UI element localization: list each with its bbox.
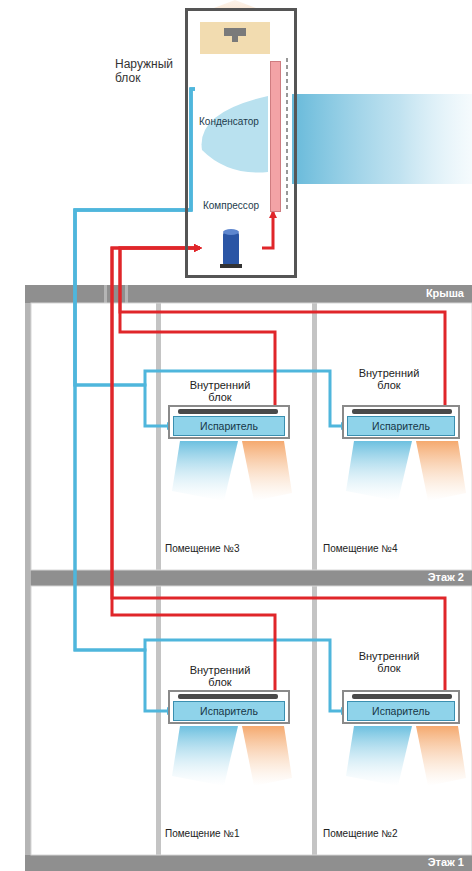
part-label: Конденсатор (199, 116, 259, 128)
floor-label: Этаж 1 (428, 856, 464, 868)
cooling-coil (178, 409, 278, 414)
part-label: Испаритель (200, 420, 258, 432)
part-label: Испаритель (372, 420, 430, 432)
condenser-coil (270, 61, 281, 212)
evaporator: Испаритель (173, 701, 285, 721)
compressor-symbol (200, 220, 262, 270)
floor-label: Крыша (426, 287, 464, 299)
evaporator: Испаритель (347, 416, 455, 436)
refrigerant-pipe (75, 89, 195, 711)
evaporator: Испаритель (173, 416, 285, 436)
refrigerant-pipe (75, 89, 195, 426)
room-label: Помещение №1 (165, 828, 240, 840)
part-label: Испаритель (200, 705, 258, 717)
outdoor-unit: Наружный блокКонденсаторКомпрессор (185, 8, 297, 278)
unit-heading: Внутренний блок (186, 664, 254, 688)
cooling-coil (352, 409, 452, 414)
refrigerant-pipe (120, 248, 445, 416)
unit-heading: Внутренний блок (186, 379, 254, 403)
room-label: Помещение №3 (165, 543, 240, 555)
refrigerant-pipe (112, 248, 275, 701)
part-label: Компрессор (200, 200, 262, 212)
refrigerant-pipe (75, 89, 347, 426)
floor-label: Этаж 2 (428, 571, 464, 583)
refrigerant-pipe (120, 248, 275, 416)
unit-heading: Внутренний блок (355, 367, 423, 391)
room-label: Помещение №2 (323, 828, 398, 840)
indoor-unit: Внутренний блокИспаритель (342, 690, 460, 724)
condenser: Конденсатор (195, 61, 281, 212)
room-label: Помещение №4 (323, 543, 398, 555)
compressor: Компрессор (200, 200, 262, 270)
part-label: Испаритель (372, 705, 430, 717)
cooling-coil (178, 694, 278, 699)
refrigerant-pipe (262, 212, 273, 248)
refrigerant-pipe (75, 89, 347, 711)
evaporator: Испаритель (347, 701, 455, 721)
indoor-unit: Внутренний блокИспаритель (168, 690, 290, 724)
unit-heading: Наружный блок (115, 57, 181, 85)
refrigerant-pipe (112, 248, 445, 701)
indoor-unit: Внутренний блокИспаритель (342, 405, 460, 439)
unit-heading: Внутренний блок (355, 650, 423, 674)
indoor-unit: Внутренний блокИспаритель (168, 405, 290, 439)
cooling-coil (352, 694, 452, 699)
